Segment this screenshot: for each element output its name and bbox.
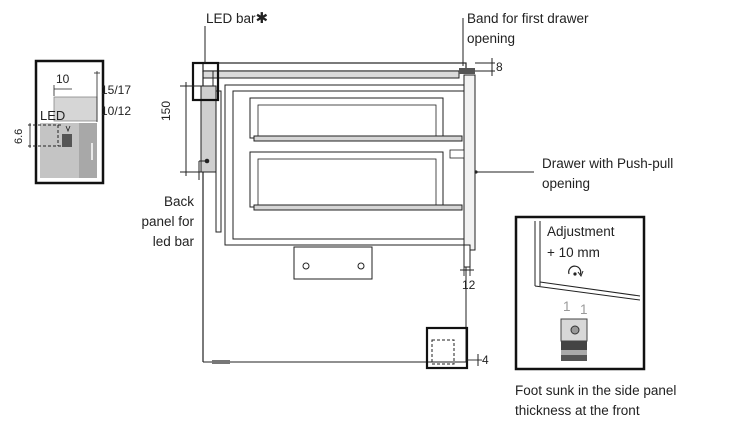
led-detail-inset — [28, 59, 105, 185]
foot-label-line2: thickness at the front — [515, 403, 640, 418]
dimension-4: 4 — [482, 353, 489, 367]
back-panel-label-line1: Back — [163, 194, 194, 209]
dimension-12: 12 — [462, 278, 476, 292]
band-label-line1: Band for first drawer — [467, 11, 589, 26]
dimension-lines — [180, 18, 534, 366]
asterisk-icon: ✱ — [255, 10, 269, 27]
detail-dimension-15-17: 15/17 — [101, 83, 132, 97]
detail-dimension-10-12: 10/12 — [101, 104, 132, 118]
back-panel-label-line3: led bar — [152, 234, 194, 249]
adjustment-label-line2: + 10 mm — [547, 245, 600, 260]
adjustment-label-line1: Adjustment — [547, 224, 615, 239]
back-panel-label-line2: panel for — [141, 214, 194, 229]
drawer-label-line1: Drawer with Push-pull — [542, 156, 674, 171]
led-bar-text: LED bar — [206, 11, 256, 26]
adjustment-mark-b: 1 — [580, 302, 588, 317]
detail-dimension-10: 10 — [56, 72, 70, 86]
detail-dimension-6-6: 6.6 — [13, 128, 25, 144]
led-bar-label: LED bar✱ — [206, 10, 268, 27]
drawer-label-line2: opening — [542, 176, 591, 191]
foot-label-line1: Foot sunk in the side panel — [515, 383, 677, 398]
dimension-8: 8 — [496, 60, 503, 74]
band-label-line2: opening — [467, 31, 516, 46]
adjustment-mark-a: 1 — [563, 299, 571, 314]
cabinet-body — [191, 61, 478, 370]
foot-adjustment-inset — [514, 215, 646, 371]
detail-led-label: LED — [40, 108, 66, 123]
dimension-150: 150 — [159, 100, 173, 121]
